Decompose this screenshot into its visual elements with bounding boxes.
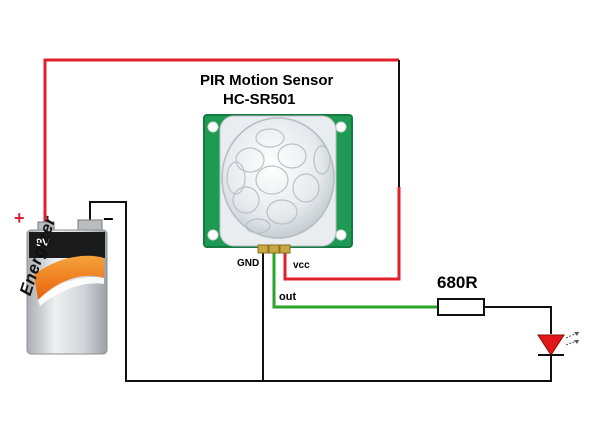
battery-plus-sign: + bbox=[14, 208, 25, 228]
sensor-pins bbox=[257, 244, 291, 254]
wire-led-ground bbox=[125, 232, 552, 382]
pir-sensor-module bbox=[203, 114, 353, 254]
battery-top-band bbox=[29, 232, 105, 258]
resistor bbox=[437, 298, 485, 316]
lens-facets bbox=[226, 128, 331, 234]
sensor-model: HC-SR501 bbox=[223, 91, 296, 108]
wire-vcc bbox=[283, 187, 401, 281]
battery-minus-sign: − bbox=[103, 209, 114, 229]
battery-voltage-label: 9V bbox=[36, 237, 50, 249]
sensor-title: PIR Motion Sensor bbox=[200, 72, 334, 89]
led-icon bbox=[537, 331, 580, 356]
battery-swoosh bbox=[34, 255, 104, 300]
wire-battery-positive bbox=[43, 58, 399, 224]
pin-label-vcc: vcc bbox=[293, 260, 310, 271]
mounting-hole bbox=[207, 229, 219, 241]
mounting-hole bbox=[207, 121, 219, 133]
wires bbox=[43, 58, 552, 382]
pin-label-out: out bbox=[279, 291, 297, 303]
fresnel-lens-dome bbox=[221, 117, 335, 239]
wire-out bbox=[272, 250, 438, 309]
battery-9v bbox=[26, 219, 108, 355]
mounting-hole bbox=[335, 229, 347, 241]
wire-battery-negative bbox=[89, 201, 127, 232]
pin-label-gnd: GND bbox=[237, 258, 260, 269]
resistor-label: 680R bbox=[437, 273, 478, 292]
wire-resistor-led bbox=[484, 306, 552, 334]
mounting-hole bbox=[335, 121, 347, 133]
